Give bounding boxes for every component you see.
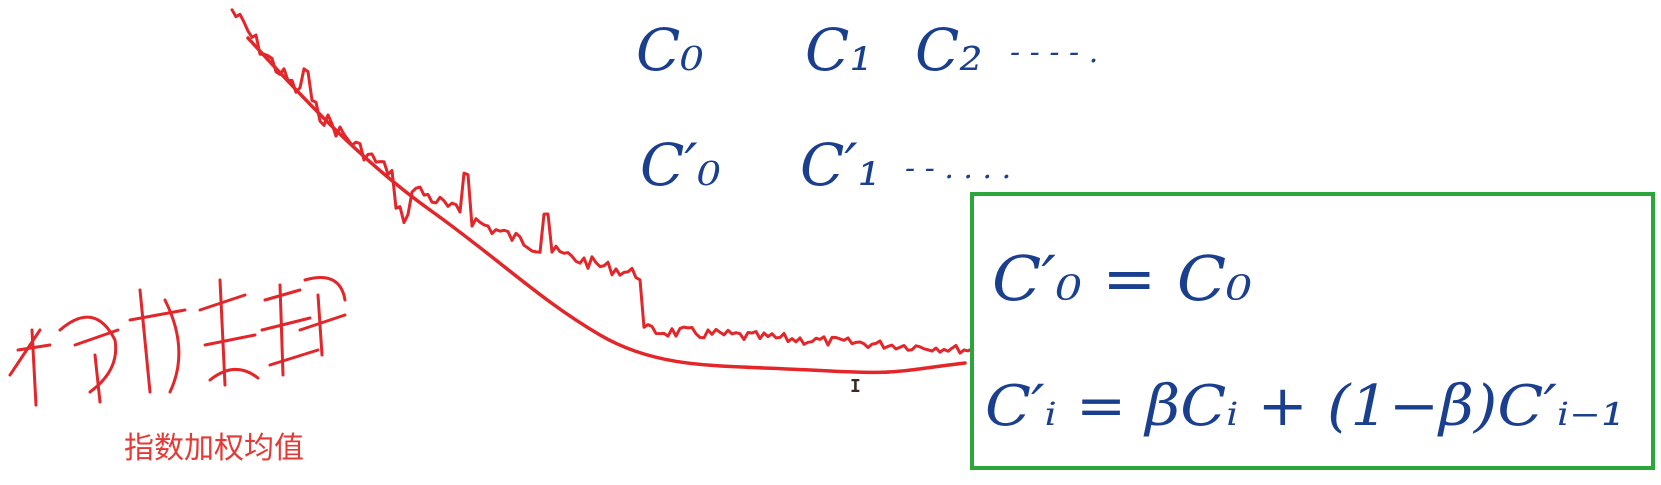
formula-box bbox=[970, 192, 1655, 470]
raw-term-1: C₁ bbox=[805, 16, 873, 84]
raw-term-0: C₀ bbox=[636, 16, 704, 84]
smoothed-term-0: C′₀ bbox=[640, 131, 721, 199]
smoothed-sequence-row: C′₀ C′₁ - - . . . . bbox=[640, 131, 1011, 199]
smoothed-trail: - - . . . . bbox=[905, 151, 1011, 186]
raw-term-2: C₂ bbox=[915, 16, 983, 84]
smoothed-trend-curve bbox=[246, 36, 967, 375]
formula-initial-condition: C′₀ = C₀ bbox=[992, 242, 1252, 315]
raw-trail: - - - - . bbox=[1010, 35, 1098, 70]
smoothed-term-1: C′₁ bbox=[800, 131, 881, 199]
formula-recurrence: C′ᵢ = βCᵢ + (1−β)C′ᵢ₋₁ bbox=[985, 374, 1625, 439]
raw-sequence-row: C₀ C₁ C₂ - - - - . bbox=[636, 16, 1098, 84]
noisy-data-curve bbox=[230, 8, 974, 355]
text-cursor-icon: I bbox=[850, 376, 861, 397]
caption-text: 指数加权均值 bbox=[124, 431, 304, 466]
handwritten-label-scribble bbox=[8, 276, 347, 407]
